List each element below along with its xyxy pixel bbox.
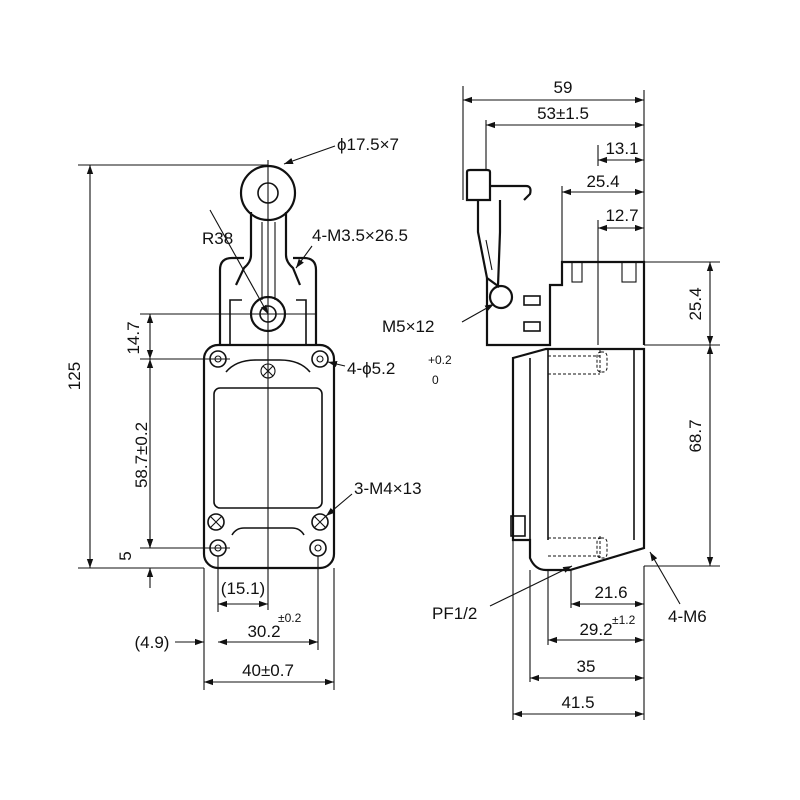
head-inner [229,299,307,345]
dim-base-depth: 35 [577,657,596,676]
dim-hole-pitch-horizontal-tol: ±0.2 [278,611,302,625]
dim-head-height-side: 25.4 [686,287,705,320]
dim-arm-depth: 53±1.5 [537,104,589,123]
mount-hole-br [309,539,327,557]
front-view: 125 14.7 58.7±0.2 5 (15.1) 30.2 ±0.2 (4.… [65,135,452,690]
dim-roller-offset: (15.1) [221,579,265,598]
dim-hole-pitch-side-tol: ±1.2 [612,613,636,627]
side-arm [476,200,502,289]
dim-top-offset: 13.1 [605,139,638,158]
dim-body-width: 40±0.7 [242,661,294,680]
side-bracket [510,515,526,537]
dim-head-depth: 25.4 [586,172,619,191]
dim-head-height: 14.7 [124,321,143,354]
cover-screw-l [207,513,225,531]
side-tab-upper [523,295,541,306]
label-conduit: PF1/2 [432,604,477,623]
side-view: 59 53±1.5 13.1 25.4 12.7 25.4 68.7 M5×12… [382,78,720,720]
mount-hole-tr [311,350,329,368]
dim-overall-height: 125 [65,362,84,390]
side-roller [465,168,492,202]
side-roller-axle [490,184,532,201]
dim-head-offset: 12.7 [605,206,638,225]
label-arm-radius: R38 [202,229,233,248]
head-right [293,256,318,345]
lever-arm-right [284,212,302,286]
dim-bottom-offset: 5 [116,551,135,560]
dim-hole-pitch-vertical: 58.7±0.2 [132,422,151,488]
lever-arm-left [235,212,253,286]
head-left [218,256,244,345]
dim-hole-pitch-side: 29.2 [579,620,612,639]
label-cover-screws: 3-M4×13 [354,479,422,498]
dim-overall-depth: 59 [554,78,573,97]
dim-hole-offset: 21.6 [594,583,627,602]
dim-total-depth: 41.5 [561,693,594,712]
cover-screw-r [311,513,329,531]
side-pivot [488,284,514,310]
label-mount-tol-lower: 0 [432,373,439,387]
label-arm-screws: 4-M3.5×26.5 [312,226,408,245]
lever-slot [261,222,276,300]
hidden-threads [548,350,601,558]
dim-body-height: 68.7 [686,419,705,452]
label-mount-screw: M5×12 [382,317,434,336]
label-roller: ϕ17.5×7 [337,135,399,154]
dim-hole-pitch-horizontal: 30.2 [247,622,280,641]
label-mount-holes: 4-ϕ5.2 [347,359,395,378]
label-mount-tol-upper: +0.2 [428,353,452,367]
side-body [511,347,646,572]
side-tab-lower [523,321,541,332]
label-side-screws: 4-M6 [668,607,707,626]
switch-body [202,343,336,570]
dim-edge-offset: (4.9) [135,633,170,652]
